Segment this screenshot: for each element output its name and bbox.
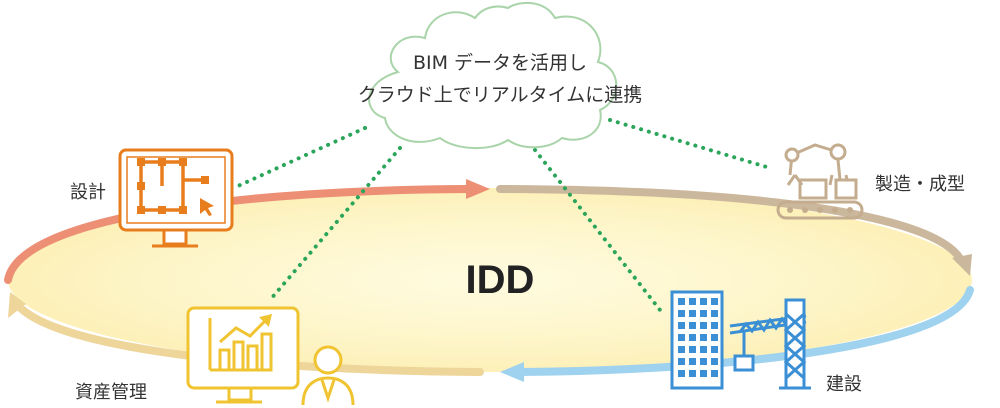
connector-design (236, 126, 367, 188)
monitor-blueprint-icon (118, 148, 234, 248)
cloud-text-line1: BIM データを活用し (412, 52, 588, 74)
center-label: IDD (465, 258, 535, 302)
cloud-shape (368, 1, 618, 150)
monitor-chart-person-icon (186, 306, 355, 406)
arrow-head-design (466, 179, 490, 199)
arrow-head-construction (500, 362, 524, 382)
arrow-construction-to-asset (516, 286, 974, 376)
building-crane-icon (670, 290, 811, 390)
stage-label-design: 設計 (70, 182, 106, 203)
connector-construction (533, 148, 662, 312)
connector-asset (268, 146, 402, 302)
stage-label-manufacturing: 製造・成型 (875, 174, 965, 195)
cloud-connectors (236, 118, 772, 312)
arrow-head-asset (8, 292, 26, 318)
connector-manufacturing (608, 118, 772, 170)
stage-label-construction: 建設 (826, 374, 862, 395)
cloud-text-line2: クラウド上でリアルタイムに連携 (357, 84, 643, 106)
arrow-head-manufacturing (952, 254, 972, 276)
stage-label-asset-management: 資産管理 (75, 382, 147, 403)
robot-arm-conveyor-icon (776, 143, 864, 220)
arrow-asset-to-design (10, 296, 484, 376)
